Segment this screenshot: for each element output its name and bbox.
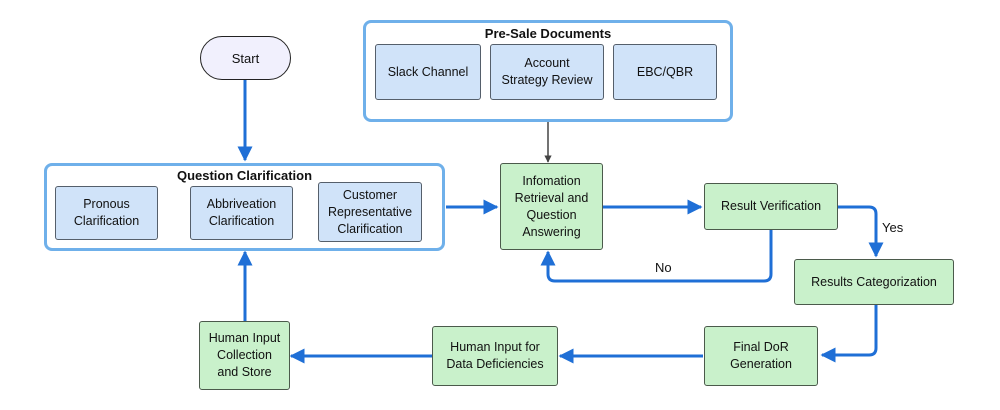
edge-label-yes: Yes: [882, 220, 904, 235]
final-dor-generation-node: Final DoR Generation: [704, 326, 818, 386]
start-label: Start: [231, 50, 260, 66]
result-verification-node: Result Verification: [704, 183, 838, 230]
account-strategy-review-node: Account Strategy Review: [490, 44, 604, 100]
ebc-qbr-node: EBC/QBR: [613, 44, 717, 100]
edge-label-no: No: [655, 260, 672, 275]
information-retrieval-node: Infomation Retrieval and Question Answer…: [500, 163, 603, 250]
question-clarification-title: Question Clarification: [176, 168, 313, 183]
edge-verification-yes: [838, 205, 884, 258]
edge-verification-no: [540, 230, 773, 283]
start-node: Start: [200, 36, 291, 80]
abbriveation-clarification-node: Abbriveation Clarification: [190, 186, 293, 240]
slack-channel-node: Slack Channel: [375, 44, 481, 100]
pre-sale-documents-title: Pre-Sale Documents: [484, 26, 612, 41]
edge-categorization-to-dor: [820, 305, 878, 363]
human-input-collection-node: Human Input Collection and Store: [199, 321, 290, 390]
pronous-clarification-node: Pronous Clarification: [55, 186, 158, 240]
human-input-data-deficiencies-node: Human Input for Data Deficiencies: [432, 326, 558, 386]
results-categorization-node: Results Categorization: [794, 259, 954, 305]
customer-representative-clarification-node: Customer Representative Clarification: [318, 182, 422, 242]
